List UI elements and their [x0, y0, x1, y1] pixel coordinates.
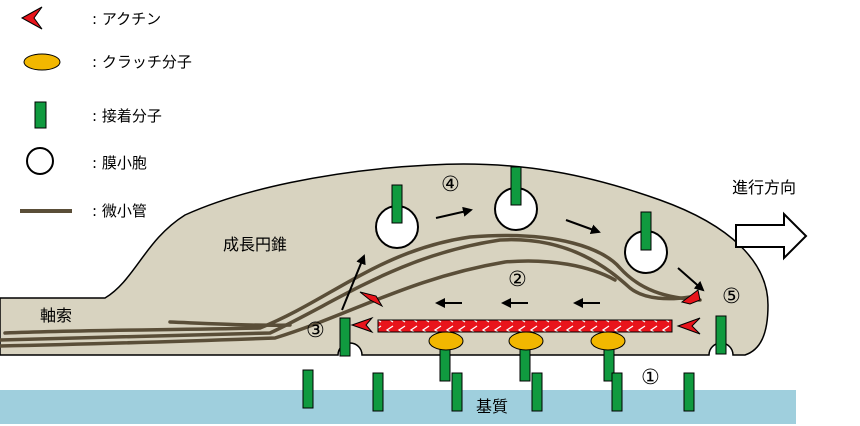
adhesion-legend-icon	[34, 101, 47, 129]
legend-vesicle-label: : 膜小胞	[92, 154, 147, 172]
clutch-molecule	[590, 331, 626, 351]
direction-arrow-icon	[735, 211, 808, 261]
actin-monomer	[680, 289, 701, 305]
clutch-legend-icon	[23, 53, 61, 71]
legend-adhesion-label: : 接着分子	[92, 107, 162, 125]
transport-arrow	[341, 254, 366, 311]
adhesion-molecule	[510, 166, 522, 206]
microtubule	[3, 233, 702, 335]
transport-arrow	[435, 206, 473, 219]
transport-arrow	[565, 219, 601, 234]
clutch-molecule	[508, 331, 544, 351]
adhesion-molecule	[339, 317, 351, 357]
step-3-label: ③	[306, 318, 325, 342]
clutch-molecule	[428, 331, 464, 351]
substrate-label: 基質	[476, 397, 508, 416]
adhesion-molecule	[451, 372, 463, 412]
adhesion-molecule	[531, 372, 543, 412]
axon-label: 軸索	[40, 306, 72, 325]
substrate	[0, 390, 796, 424]
step-2-label: ②	[508, 267, 527, 291]
direction-label: 進行方向	[732, 178, 796, 197]
growth-cone-label: 成長円錐	[223, 235, 287, 254]
vesicles	[375, 166, 668, 274]
microtubule	[168, 320, 292, 328]
actin-monomer	[676, 317, 701, 335]
step-1-label: ①	[641, 365, 660, 389]
legend-actin-label: : アクチン	[92, 10, 161, 28]
adhesion-molecule	[715, 315, 727, 355]
adhesion-molecule	[611, 372, 623, 412]
microtubules	[0, 233, 702, 348]
adhesion-molecule	[302, 369, 314, 409]
step-4-label: ④	[441, 172, 460, 196]
microtubule	[0, 259, 617, 348]
actin-monomer	[350, 316, 374, 334]
actin-legend-icon	[20, 6, 43, 30]
transport-arrow	[677, 267, 705, 292]
legend-clutch-label: : クラッチ分子	[92, 53, 192, 71]
adhesion-molecule	[683, 372, 695, 412]
step-5-label: ⑤	[722, 284, 741, 308]
legend-microtubule-label: : 微小管	[92, 202, 147, 220]
legend: : アクチン : クラッチ分子 : 接着分子 : 膜小胞 : 微小管	[20, 6, 192, 220]
actin-filament	[350, 289, 701, 335]
transport-arrows	[341, 206, 705, 311]
adhesion-molecule	[372, 372, 384, 412]
actin-bundle	[377, 319, 673, 333]
clutch-molecules	[428, 331, 626, 351]
actin-monomer	[359, 291, 384, 308]
microtubule	[0, 237, 692, 342]
adhesion-molecule	[391, 184, 403, 224]
adhesion-molecule	[640, 211, 652, 251]
vesicle-legend-icon	[26, 147, 54, 175]
adhesion-molecules	[302, 315, 727, 412]
